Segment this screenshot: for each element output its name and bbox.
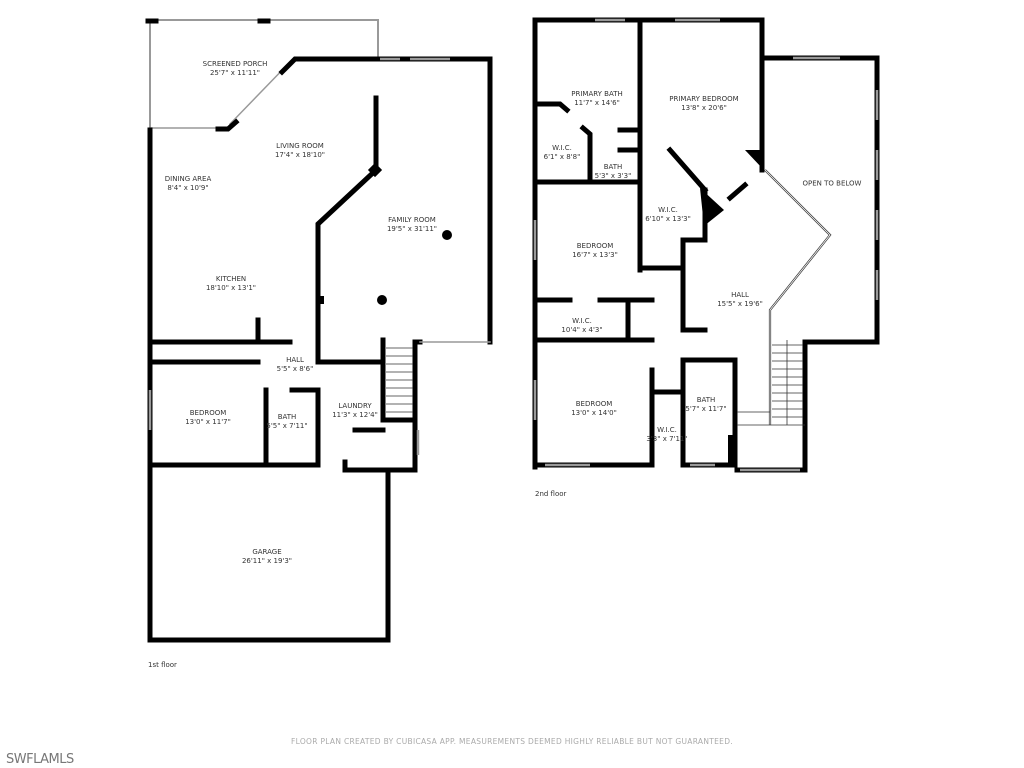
first-floor-walls — [145, 18, 493, 643]
room-dims: 13'0" x 11'7" — [185, 418, 231, 426]
room-name: W.I.C. — [572, 317, 592, 325]
watermark-logo: SWFLAMLS — [6, 752, 74, 767]
room-open-to-below: OPEN TO BELOW — [803, 180, 862, 189]
room-dims: 5'3" x 3'3" — [594, 172, 632, 180]
room-dims: 6'10" x 13'3" — [645, 215, 691, 223]
room-name: KITCHEN — [215, 275, 247, 283]
room-dims: 13'0" x 14'0" — [571, 409, 617, 417]
room-name: BEDROOM — [576, 242, 614, 250]
room-dims: 5'7" x 11'7" — [685, 405, 727, 413]
room-name: BATH — [277, 413, 297, 421]
room-dims: 19'5" x 31'11" — [386, 225, 438, 233]
room-dims: 16'7" x 13'3" — [572, 251, 618, 259]
room-name: HALL — [286, 356, 304, 364]
room-dims: 10'4" x 4'3" — [561, 326, 603, 334]
windows — [148, 18, 879, 472]
second-floor-stairs — [737, 340, 805, 426]
room-dims: 25'7" x 11'11" — [209, 69, 261, 77]
room-dims: 3'3" x 7'11" — [646, 435, 688, 443]
room-wic: W.I.C.6'1" x 8'8" — [544, 144, 581, 162]
room-name: BATH — [696, 396, 716, 404]
room-name: BEDROOM — [575, 400, 613, 408]
room-name: LIVING ROOM — [276, 142, 324, 150]
room-name: PRIMARY BEDROOM — [669, 95, 739, 103]
room-dims: 18'10" x 13'1" — [205, 284, 257, 292]
room-dims: 15'5" x 19'6" — [717, 300, 763, 308]
room-dims: 5'5" x 8'6" — [276, 365, 314, 373]
room-name: W.I.C. — [658, 206, 678, 214]
room-name: DINING AREA — [164, 175, 212, 183]
room-name: W.I.C. — [657, 426, 677, 434]
room-wic: W.I.C.6'10" x 13'3" — [645, 206, 691, 224]
room-name: HALL — [731, 291, 749, 299]
disclaimer-footer: FLOOR PLAN CREATED BY CUBICASA APP. MEAS… — [291, 737, 733, 746]
room-name: GARAGE — [252, 548, 282, 556]
room-dims: 5'5" x 7'11" — [266, 422, 308, 430]
room-wic: W.I.C.3'3" x 7'11" — [646, 426, 687, 444]
room-name: LAUNDRY — [338, 402, 372, 410]
room-name: OPEN TO BELOW — [802, 179, 862, 188]
first-floor-stairs — [386, 347, 413, 413]
floor-label-2nd: 2nd floor — [535, 490, 567, 498]
room-name: SCREENED PORCH — [202, 60, 268, 68]
room-dims: 8'4" x 10'9" — [167, 184, 209, 192]
room-dims: 11'7" x 14'6" — [574, 99, 620, 107]
room-wic: W.I.C.10'4" x 4'3" — [561, 317, 602, 335]
second-floor-railing-inner — [764, 169, 831, 425]
room-name: BATH — [603, 163, 623, 171]
room-name: PRIMARY BATH — [571, 90, 623, 98]
room-dims: 6'1" x 8'8" — [543, 153, 581, 161]
room-dims: 11'3" x 12'4" — [332, 411, 378, 419]
room-dims: 17'4" x 18'10" — [274, 151, 326, 159]
room-name: BEDROOM — [189, 409, 227, 417]
room-name: W.I.C. — [552, 144, 572, 152]
room-dims: 13'8" x 20'6" — [681, 104, 727, 112]
second-floor-railing — [764, 169, 832, 425]
floor-label-1st: 1st floor — [148, 661, 177, 669]
room-dims: 26'11" x 19'3" — [241, 557, 293, 565]
room-name: FAMILY ROOM — [388, 216, 436, 224]
